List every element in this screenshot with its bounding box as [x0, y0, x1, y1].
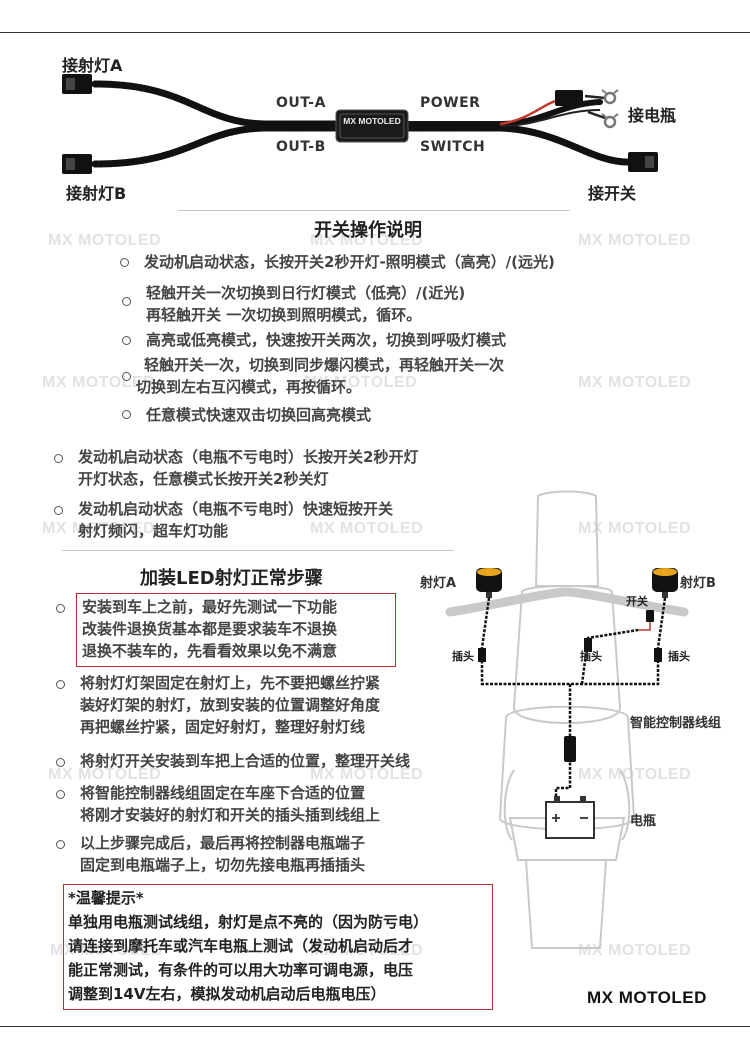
harness-main [480, 597, 660, 686]
watermark: MX MOTOLED [50, 942, 164, 959]
install-step: 安装到车上之前，最好先测试一下功能改装件退换货基本都是要求装车不退换退换不装车的… [82, 598, 338, 660]
switch-op-item: 任意模式快速双击切换回高亮模式 [146, 406, 372, 424]
switch-op-item: 轻触开关一次切换到日行灯模式（低亮）/(近光)再轻触开关 一次切换到照明模式，循… [146, 284, 466, 324]
bullet [120, 258, 129, 267]
connector-switch [628, 152, 658, 172]
watermark: MX MOTOLED [578, 766, 692, 783]
harness-to-battery [554, 758, 572, 806]
cable-out-a [91, 80, 342, 128]
moto-label-plug-middle: 插头 [580, 650, 602, 663]
moto-label-switch: 开关 [626, 595, 648, 608]
controller-box [335, 109, 409, 143]
label-light-a: 接射灯A [62, 56, 123, 75]
front-cowl [512, 585, 622, 724]
motorcycle-diagram [445, 490, 689, 949]
light-b-icon [652, 568, 678, 598]
switch-op-item: 发动机启动状态，长按开关2秒开灯-照明模式（高亮）/(远光) [144, 253, 555, 271]
moto-label-plug-right: 插头 [668, 650, 690, 663]
connector-light-b [62, 154, 92, 174]
watermark: MX MOTOLED [310, 942, 424, 959]
switch-op-item: 轻触开关一次，切换到同步爆闪模式，再轻触开关一次切换到左右互闪模式，再按循环。 [136, 356, 505, 396]
rear-wheel [524, 859, 608, 949]
watermark: MX MOTOLED [310, 232, 424, 249]
install-title: 加装LED射灯正常步骤 [140, 568, 323, 589]
switch-ops-title: 开关操作说明 [314, 220, 422, 241]
switch-op-item: 高亮或低亮模式，快速按开关两次，切换到呼吸灯模式 [146, 331, 507, 349]
black-lead [499, 109, 601, 127]
install-step: 将智能控制器线组固定在车座下合适的位置将刚才安装好的射灯和开关的插头插到线组上 [80, 784, 381, 824]
watermark: MX MOTOLED [310, 520, 424, 537]
tip-box [63, 884, 493, 1010]
label-power: POWER [420, 95, 481, 111]
controller-box-text: MX MOTOLED [343, 116, 401, 126]
watermark: MX MOTOLED [48, 232, 162, 249]
bottom-rule [0, 1026, 750, 1027]
watermark: MX MOTOLED [578, 520, 692, 537]
plug-middle [584, 638, 592, 652]
red-highlight-box [76, 593, 396, 667]
watermark: MX MOTOLED [578, 232, 692, 249]
ring-terminal-positive [601, 89, 619, 105]
light-a-icon [476, 568, 502, 598]
cable-out-b [91, 124, 342, 168]
watermark: MX MOTOLED [48, 766, 162, 783]
bullet [122, 297, 131, 306]
label-out-a: OUT-A [276, 95, 326, 111]
connector-light-a [62, 74, 92, 94]
moto-label-plug-left: 插头 [452, 650, 474, 663]
moto-label-controller: 智能控制器线组 [630, 716, 722, 731]
cable-switch [404, 124, 632, 166]
ring-terminal-negative [601, 113, 619, 129]
moto-label-battery: 电瓶 [630, 814, 657, 829]
windscreen [534, 490, 600, 587]
watermark: MX MOTOLED [42, 520, 156, 537]
label-switch: 接开关 [588, 184, 637, 203]
bullet [56, 840, 65, 849]
watermark: MX MOTOLED [578, 942, 692, 959]
switch-op-extra: 发动机启动状态（电瓶不亏电时）快速短按开关射灯频闪，超车灯功能 [78, 500, 394, 540]
top-rule [0, 32, 750, 33]
bullet [122, 372, 131, 381]
fuse-holder [555, 90, 583, 106]
install-step: 以上步骤完成后，最后再将控制器电瓶端子固定到电瓶端子上，切勿先接电瓶再插插头 [80, 834, 366, 874]
brand-logo-text: MX MOTOLED [587, 988, 707, 1007]
bullet [54, 506, 63, 515]
bullet [122, 336, 131, 345]
label-out-b: OUT-B [276, 139, 326, 155]
bullet [56, 758, 65, 767]
install-step: 将射灯灯架固定在射灯上，先不要把螺丝拧紧装好灯架的射灯，放到安装的位置调整好角度… [80, 674, 381, 736]
bullet [56, 604, 65, 613]
bullet [122, 410, 131, 419]
section-divider [62, 550, 454, 551]
watermark: MX MOTOLED [578, 374, 692, 391]
controller-module [564, 736, 576, 762]
handlebar-switch [646, 610, 654, 622]
plug-right [654, 648, 662, 662]
label-switch-wire: SWITCH [420, 139, 486, 155]
switch-op-extra: 发动机启动状态（电瓶不亏电时）长按开关2秒开灯开灯状态，任意模式长按开关2秒关灯 [78, 448, 419, 488]
watermark: MX MOTOLED [304, 374, 418, 391]
tank [498, 705, 636, 831]
moto-label-light-a: 射灯A [420, 576, 457, 591]
install-step: 将射灯开关安装到车把上合适的位置，整理开关线 [80, 752, 411, 770]
wiring-harness-diagram [62, 74, 658, 174]
bullet [56, 790, 65, 799]
moto-label-light-b: 射灯B [680, 576, 716, 591]
handlebar [445, 587, 689, 617]
tip-text: *温馨提示* 单独用电瓶测试线组，射灯是点不亮的（因为防亏电） 请连接到摩托车或… [68, 889, 429, 1003]
bullet [56, 680, 65, 689]
plug-left [478, 648, 486, 662]
battery-icon [545, 796, 595, 839]
label-light-b: 接射灯B [66, 184, 127, 203]
section-divider [178, 210, 570, 211]
watermark: MX MOTOLED [310, 766, 424, 783]
bullet [54, 454, 63, 463]
label-battery: 接电瓶 [628, 106, 677, 125]
